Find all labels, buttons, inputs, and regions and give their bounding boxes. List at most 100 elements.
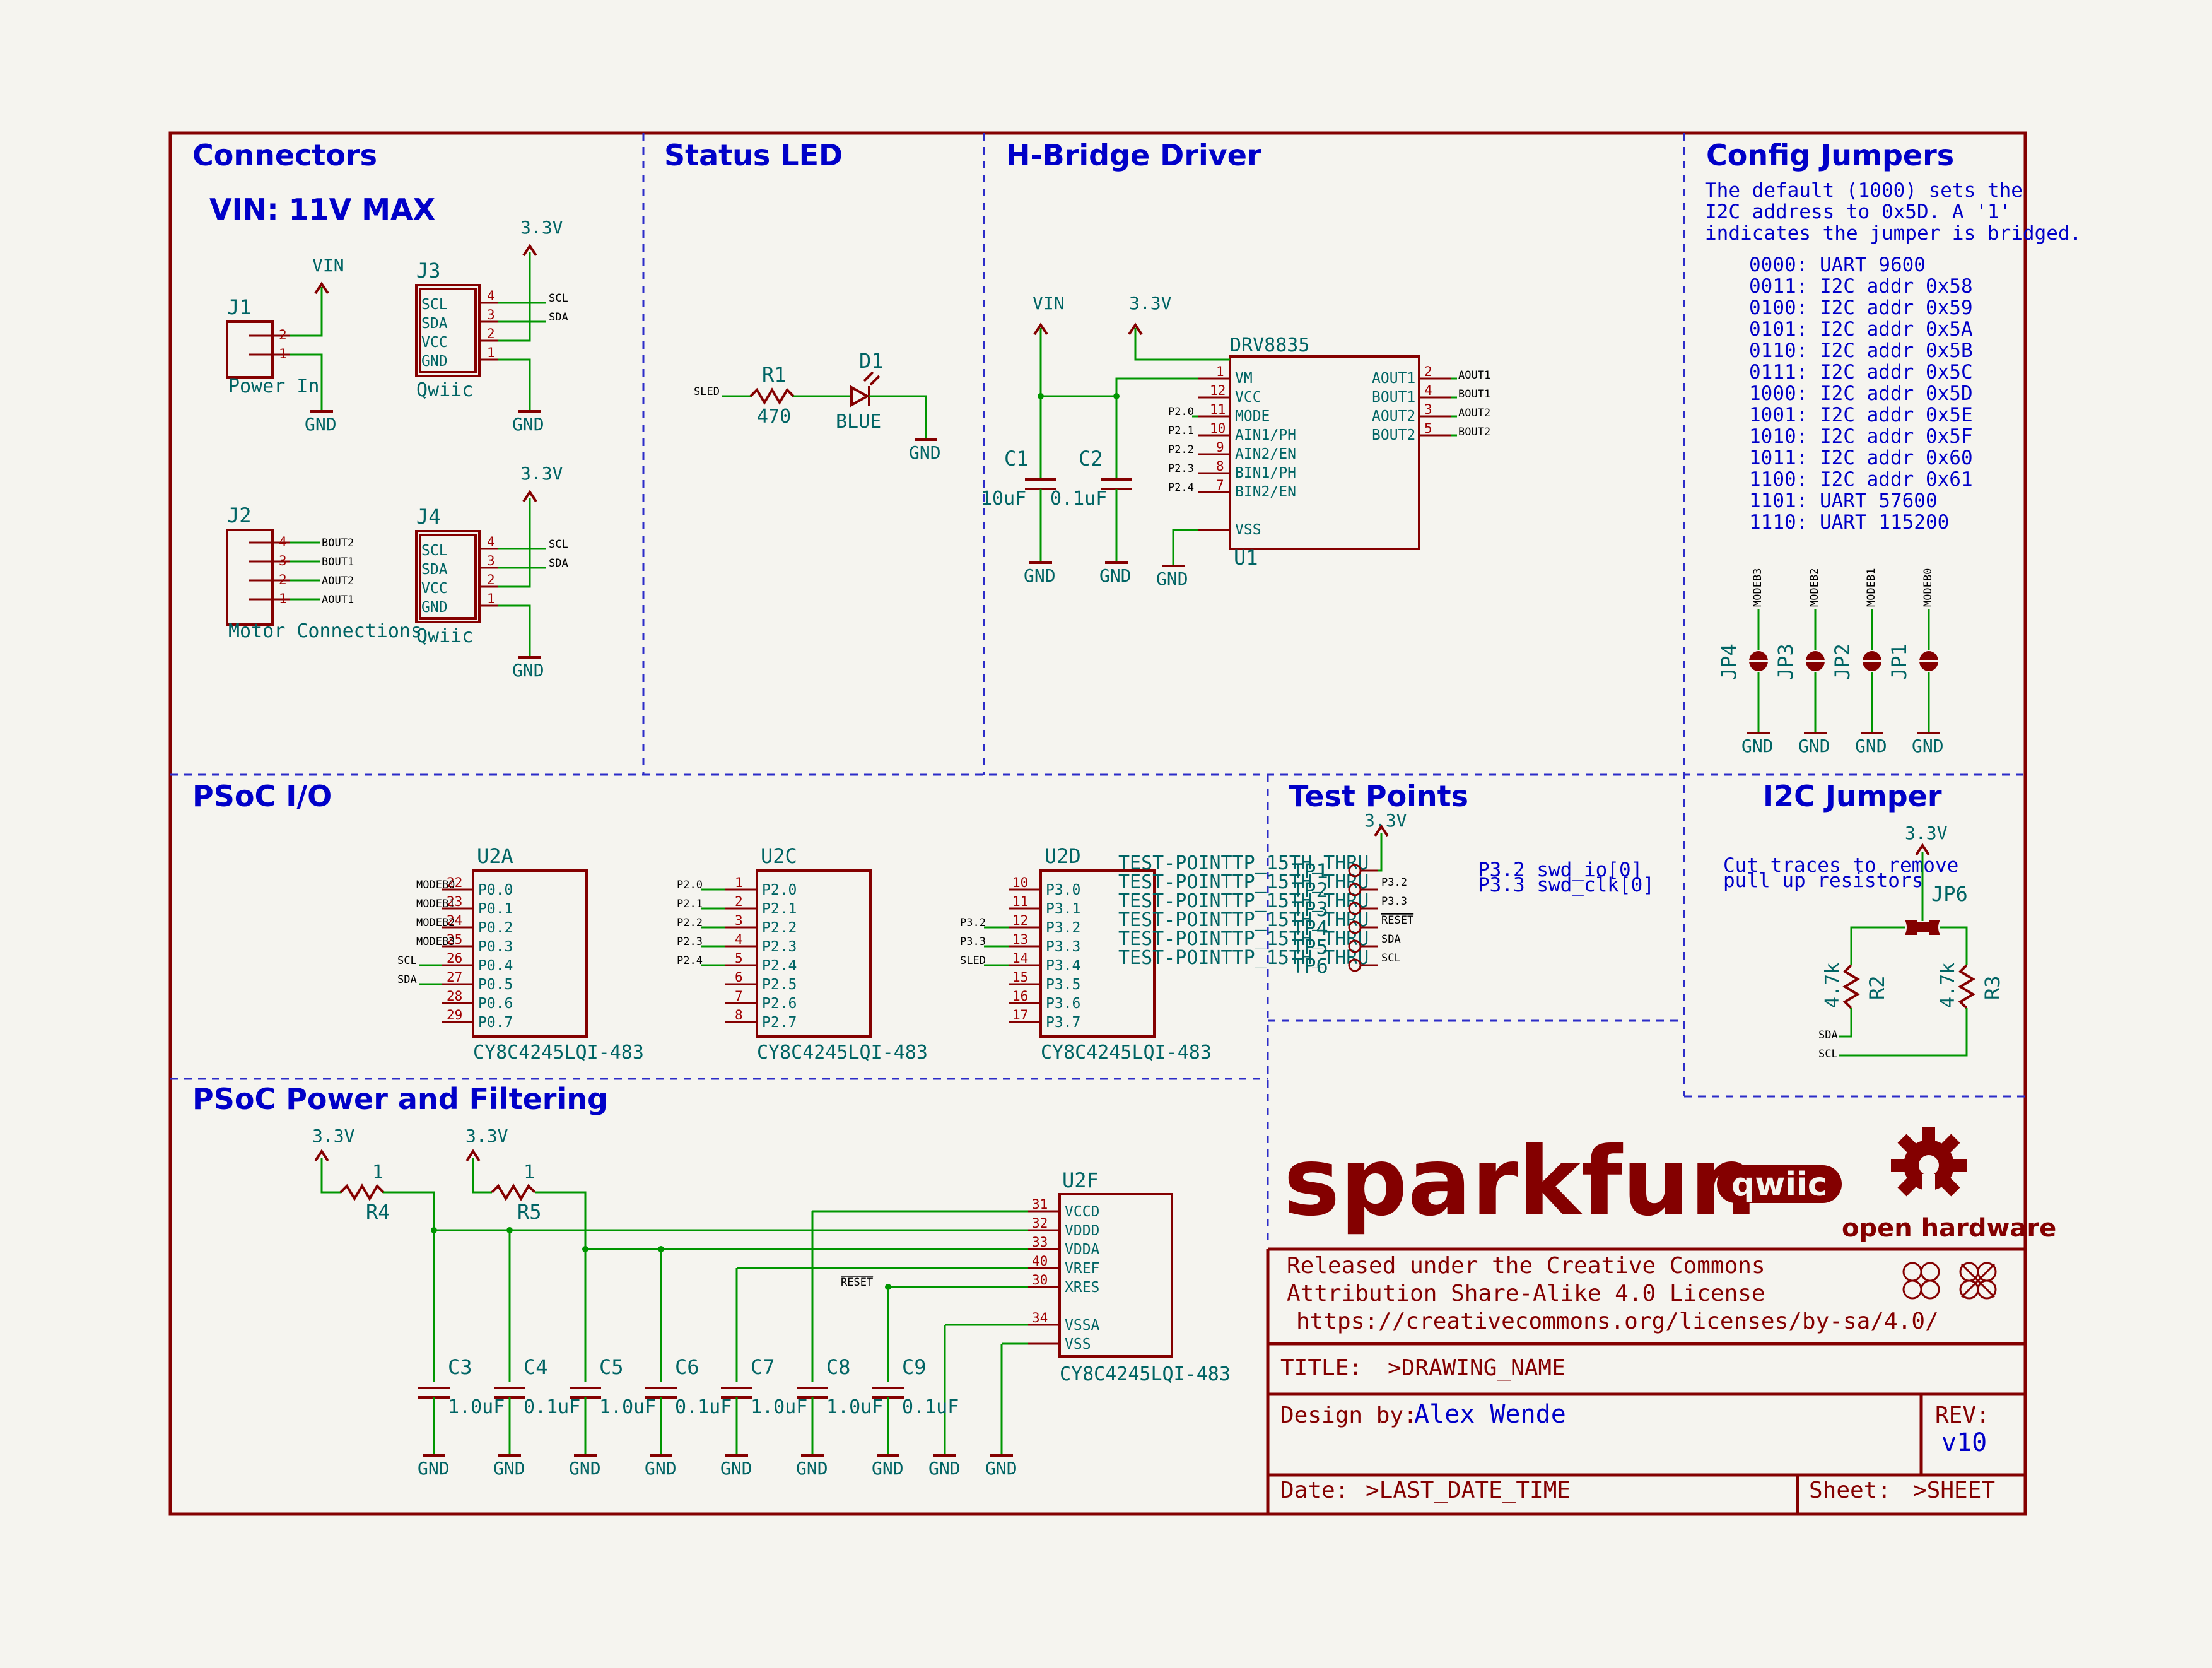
svg-text:Attribution Share-Alike 4.0 Li: Attribution Share-Alike 4.0 License: [1287, 1281, 1765, 1307]
svg-text:GND: GND: [421, 353, 448, 370]
svg-text:4: 4: [487, 534, 495, 549]
svg-text:2: 2: [487, 326, 495, 341]
svg-text:pull up resistors: pull up resistors: [1723, 869, 1923, 892]
svg-text:VCC: VCC: [421, 580, 448, 597]
svg-text:VDDD: VDDD: [1065, 1223, 1099, 1239]
svg-text:SDA: SDA: [397, 973, 417, 986]
svg-text:RESET: RESET: [1381, 914, 1413, 927]
svg-text:BOUT1: BOUT1: [322, 556, 354, 568]
svg-text:1101: UART 57600: 1101: UART 57600: [1749, 490, 1938, 512]
svg-text:P3.6: P3.6: [1046, 996, 1080, 1012]
svg-text:2: 2: [1424, 364, 1432, 379]
svg-text:P3.3: P3.3: [1046, 939, 1080, 955]
svg-text:VSSA: VSSA: [1065, 1317, 1100, 1334]
svg-text:0111: I2C addr 0x5C: 0111: I2C addr 0x5C: [1749, 361, 1973, 384]
svg-text:10: 10: [1210, 421, 1226, 436]
svg-text:4: 4: [735, 932, 743, 947]
test-points: 3.3V TEST-POINTTP_15TH_THRU TEST-POINTTP…: [1118, 810, 1654, 978]
svg-text:JP2: JP2: [1830, 643, 1854, 680]
title-value: >DRAWING_NAME: [1388, 1355, 1565, 1381]
svg-text:4: 4: [1424, 383, 1432, 398]
svg-text:C5: C5: [599, 1355, 624, 1379]
svg-text:P0.2: P0.2: [478, 920, 513, 936]
svg-text:P3.2 swd_io[0]: P3.2 swd_io[0]: [1478, 859, 1642, 881]
svg-text:15: 15: [1012, 970, 1028, 985]
svg-text:CY8C4245LQI-483: CY8C4245LQI-483: [757, 1042, 928, 1064]
svg-text:VIN: VIN: [312, 255, 344, 276]
svg-text:SLED: SLED: [960, 954, 986, 967]
svg-text:R3: R3: [1981, 975, 2004, 1000]
open-hardware-label: open hardware: [1842, 1214, 2056, 1243]
svg-text:MODEB3: MODEB3: [1752, 568, 1764, 607]
svg-text:1: 1: [487, 591, 495, 606]
svg-text:P0.6: P0.6: [478, 996, 513, 1012]
svg-text:0110: I2C addr 0x5B: 0110: I2C addr 0x5B: [1749, 339, 1973, 362]
svg-text:40: 40: [1032, 1254, 1048, 1269]
svg-text:32: 32: [1032, 1216, 1048, 1231]
svg-text:VSS: VSS: [1235, 522, 1261, 538]
svg-text:SDA: SDA: [421, 561, 448, 578]
svg-text:GND: GND: [418, 1458, 450, 1479]
svg-text:SCL: SCL: [397, 954, 417, 967]
svg-text:AOUT1: AOUT1: [322, 594, 354, 606]
svg-text:5: 5: [735, 951, 743, 966]
cc-by-icon: [1902, 1262, 1940, 1300]
svg-text:3.3V: 3.3V: [1905, 823, 1948, 843]
svg-text:MODEB2: MODEB2: [1808, 568, 1821, 607]
svg-text:2: 2: [279, 327, 287, 343]
svg-text:1000: I2C addr 0x5D: 1000: I2C addr 0x5D: [1749, 382, 1973, 405]
svg-text:P2.1: P2.1: [1168, 425, 1194, 437]
psoc-power-circuit: 3.3V 3.3V 1 R4 1 R5 RESET: [312, 1125, 1028, 1454]
svg-text:0100: I2C addr 0x59: 0100: I2C addr 0x59: [1749, 297, 1973, 319]
section-title-test-points: Test Points: [1289, 779, 1468, 813]
connector-j1: 21 J1 Power In: [226, 287, 323, 410]
svg-text:P3.3: P3.3: [960, 936, 986, 948]
svg-text:GND: GND: [493, 1458, 525, 1479]
capacitor-c2: C2 0.1uF GND: [1050, 447, 1132, 586]
title-label: TITLE:: [1280, 1355, 1362, 1381]
svg-text:MODEB0: MODEB0: [1922, 568, 1934, 607]
svg-text:31: 31: [1032, 1197, 1048, 1212]
section-title-psoc-power: PSoC Power and Filtering: [192, 1082, 608, 1116]
svg-text:P3.2: P3.2: [1046, 920, 1080, 936]
svg-text:BOUT2: BOUT2: [322, 537, 354, 549]
svg-text:CY8C4245LQI-483: CY8C4245LQI-483: [473, 1042, 644, 1064]
svg-text:XRES: XRES: [1065, 1279, 1099, 1296]
svg-text:C2: C2: [1079, 447, 1103, 471]
svg-text:16: 16: [1012, 989, 1028, 1004]
svg-text:Qwiic: Qwiic: [416, 379, 473, 401]
svg-text:12: 12: [1210, 383, 1226, 398]
svg-text:J3: J3: [416, 259, 441, 283]
svg-text:SDA: SDA: [1818, 1029, 1838, 1042]
svg-text:Released under the Creative Co: Released under the Creative Commons: [1287, 1253, 1765, 1279]
svg-text:3.3V: 3.3V: [520, 217, 563, 238]
svg-text:2: 2: [487, 572, 495, 587]
svg-text:BOUT1: BOUT1: [1372, 389, 1415, 406]
svg-text:3.3V: 3.3V: [312, 1125, 355, 1146]
connector-j4-qwiic: SCL SDA VCC GND 43 21 SCL SDA J4 Qwiic: [415, 498, 568, 656]
svg-text:3: 3: [735, 913, 743, 928]
svg-text:TEST-POINTTP_15TH_THRU: TEST-POINTTP_15TH_THRU: [1118, 871, 1369, 893]
svg-text:SCL: SCL: [549, 292, 568, 305]
svg-text:23: 23: [447, 894, 462, 909]
svg-text:U2C: U2C: [761, 844, 797, 868]
svg-text:26: 26: [447, 951, 462, 966]
svg-text:SDA: SDA: [1381, 933, 1401, 946]
svg-text:3.3V: 3.3V: [1364, 810, 1407, 831]
svg-text:MODE: MODE: [1235, 408, 1270, 425]
svg-text:GND: GND: [1156, 568, 1188, 589]
svg-text:3.3V: 3.3V: [465, 1125, 508, 1146]
i2c-jumper-circuit: Cut traces to remove pull up resistors 3…: [1723, 823, 2004, 1060]
svg-text:P0.3: P0.3: [478, 939, 513, 955]
svg-text:SDA: SDA: [421, 315, 448, 332]
svg-text:3: 3: [487, 553, 495, 568]
svg-text:SCL: SCL: [549, 538, 568, 551]
svg-text:0011: I2C addr 0x58: 0011: I2C addr 0x58: [1749, 275, 1973, 298]
svg-text:R2: R2: [1865, 975, 1889, 1000]
svg-text:MODEB1: MODEB1: [416, 898, 455, 910]
svg-text:1: 1: [279, 346, 287, 361]
svg-text:1: 1: [372, 1161, 383, 1183]
svg-text:GND: GND: [928, 1458, 961, 1479]
svg-text:P2.2: P2.2: [762, 920, 797, 936]
svg-text:P2.0: P2.0: [762, 882, 797, 898]
